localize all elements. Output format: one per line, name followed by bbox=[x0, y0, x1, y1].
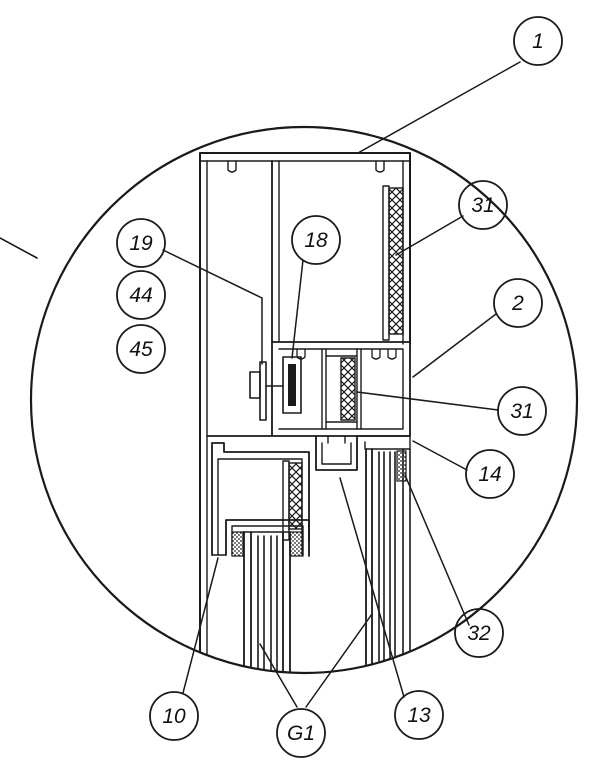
callout-13: 13 bbox=[394, 690, 444, 740]
threshold-profile bbox=[315, 435, 411, 471]
glazing-unit-left bbox=[242, 531, 291, 673]
insulation-strip-middle bbox=[340, 357, 356, 421]
callout-10: 10 bbox=[149, 691, 199, 741]
callout-31-upper: 31 bbox=[458, 180, 508, 230]
insulation-strip-upper bbox=[388, 187, 404, 335]
detail-leader-line bbox=[0, 237, 38, 259]
callout-45: 45 bbox=[116, 324, 166, 374]
callout-1-label: 1 bbox=[532, 30, 544, 53]
callout-31-upper-label: 31 bbox=[471, 194, 494, 217]
callout-1: 1 bbox=[513, 16, 563, 66]
insulation-strip-lower bbox=[288, 462, 303, 530]
callout-14: 14 bbox=[465, 449, 515, 499]
sash-profile bbox=[271, 341, 411, 437]
roller-hardware bbox=[249, 356, 302, 421]
callout-19: 19 bbox=[116, 218, 166, 268]
gasket-right bbox=[396, 450, 407, 482]
callout-45-label: 45 bbox=[129, 338, 153, 361]
gasket-lower-left bbox=[231, 531, 244, 557]
leader-lines bbox=[162, 61, 521, 708]
callout-G1: G1 bbox=[276, 708, 326, 758]
callout-31-middle: 31 bbox=[497, 386, 547, 436]
callout-2: 2 bbox=[493, 278, 543, 328]
callout-18-label: 18 bbox=[304, 229, 328, 252]
callout-13-label: 13 bbox=[407, 704, 431, 727]
gasket-lower-right bbox=[289, 531, 303, 557]
callout-44-label: 44 bbox=[129, 284, 152, 307]
callout-32: 32 bbox=[454, 608, 504, 658]
callout-32-label: 32 bbox=[467, 622, 491, 645]
callout-10-label: 10 bbox=[162, 705, 186, 728]
detail-boundary-circle bbox=[29, 125, 579, 675]
callout-18: 18 bbox=[291, 215, 341, 265]
callout-14-label: 14 bbox=[478, 463, 501, 486]
callout-19-label: 19 bbox=[129, 232, 153, 255]
callout-31-middle-label: 31 bbox=[510, 400, 533, 423]
callout-44: 44 bbox=[116, 270, 166, 320]
callout-2-label: 2 bbox=[511, 292, 524, 315]
callout-G1-label: G1 bbox=[287, 722, 315, 745]
